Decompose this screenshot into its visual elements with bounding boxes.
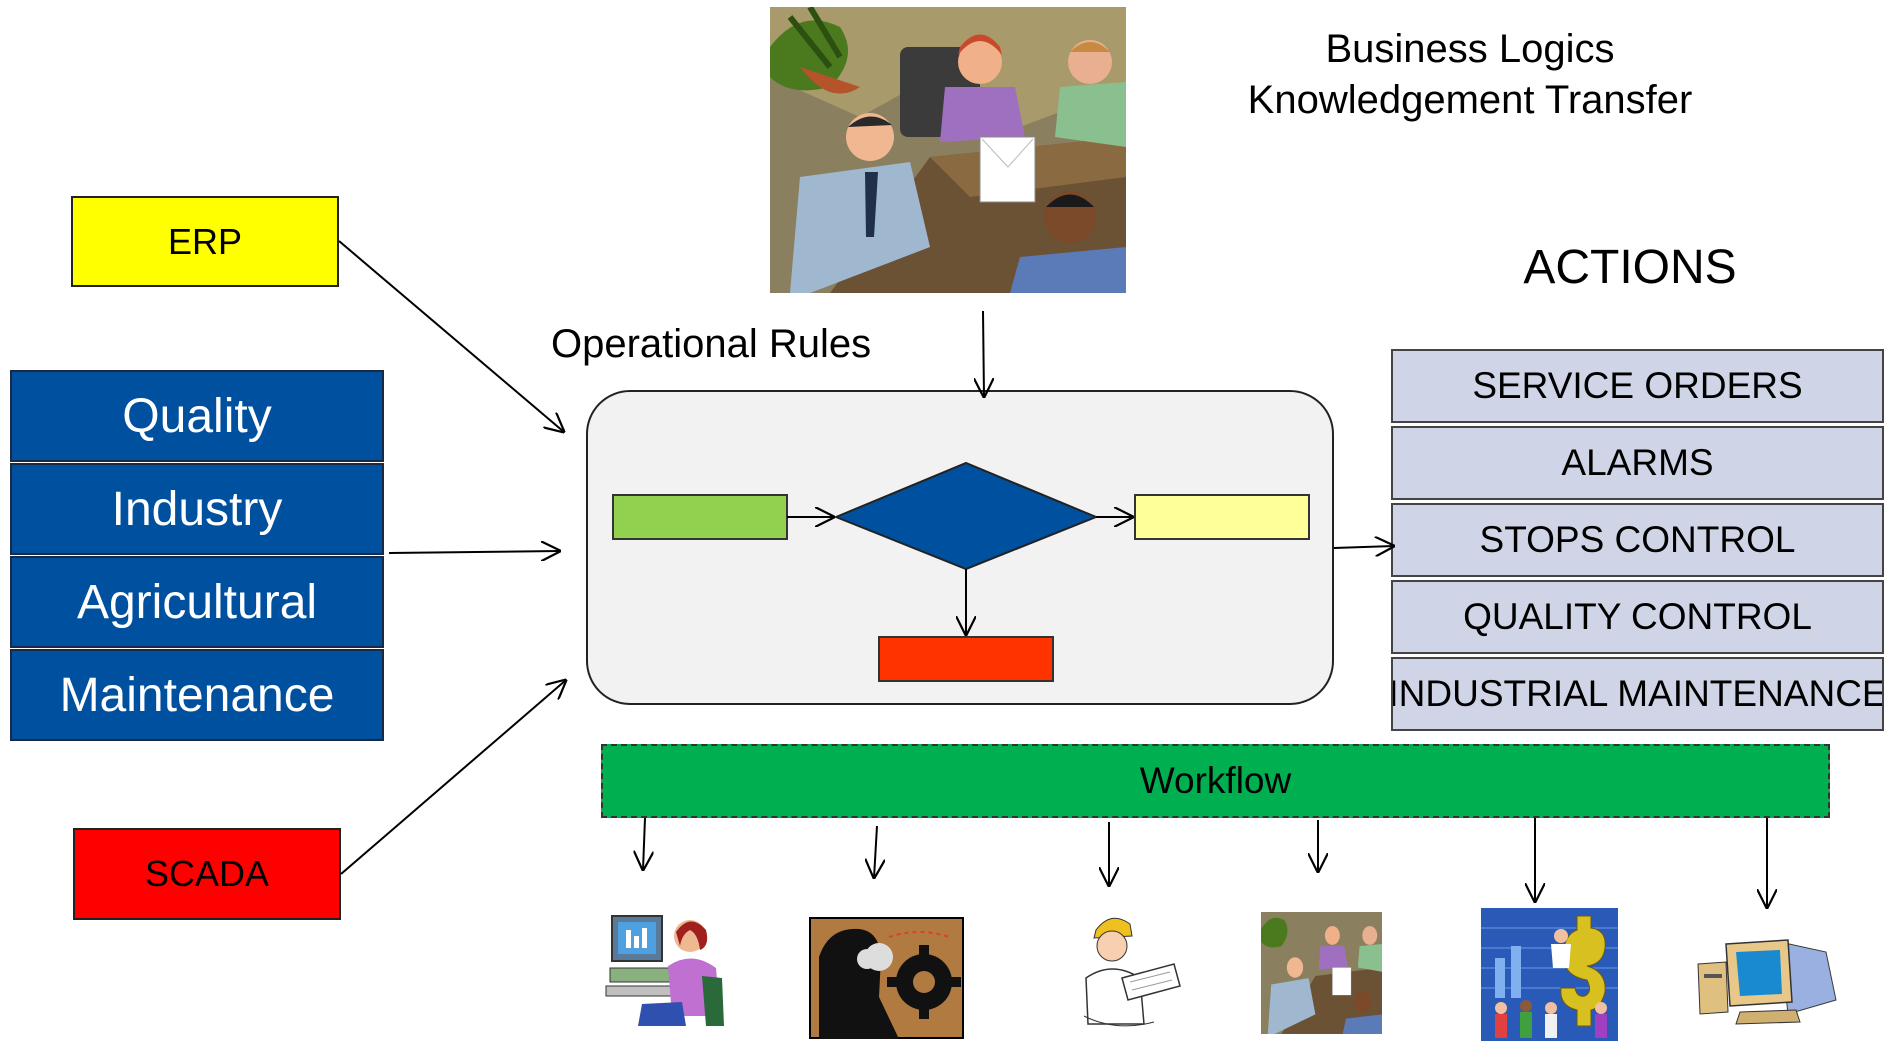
scada-source-box: SCADA [73, 828, 341, 920]
action-industrial-maintenance: INDUSTRIAL MAINTENANCE [1391, 657, 1884, 731]
arrow-rules-to-actions [1333, 546, 1394, 548]
title-line-1: Business Logics [1325, 27, 1615, 71]
meeting-small-icon [1261, 912, 1382, 1034]
business-logics-title: Business Logics Knowledgement Transfer [1180, 24, 1760, 126]
flow-no-box [878, 636, 1054, 682]
actions-heading: ACTIONS [1523, 241, 1737, 294]
operational-rules-label: Operational Rules [551, 322, 872, 366]
title-line-2: Knowledgement Transfer [1247, 78, 1693, 122]
arrow-domains-to-rules [388, 551, 560, 553]
desktop-computer-icon [1697, 939, 1837, 1025]
business-meeting-image [770, 7, 1126, 293]
engineer-plans-icon [1083, 917, 1181, 1027]
action-alarms: ALARMS [1391, 426, 1884, 500]
workflow-bar: Workflow [601, 744, 1830, 818]
domain-box-agricultural: Agricultural [10, 556, 384, 648]
arrow-workflow-1 [643, 817, 645, 870]
flow-start-box [612, 494, 788, 540]
erp-source-box: ERP [71, 196, 339, 287]
domain-box-maintenance: Maintenance [10, 649, 384, 741]
arrow-erp-to-rules [338, 240, 564, 432]
action-service-orders: SERVICE ORDERS [1391, 349, 1884, 423]
flow-yes-box [1134, 494, 1310, 540]
computer-user-icon [605, 915, 724, 1026]
flow-decision-diamond [833, 461, 1099, 571]
arrow-meeting-to-rules [983, 310, 984, 397]
arrow-scada-to-rules [340, 680, 566, 875]
domain-box-quality: Quality [10, 370, 384, 462]
mind-gears-icon [809, 917, 964, 1039]
domain-box-industry: Industry [10, 463, 384, 555]
finance-team-icon [1481, 908, 1618, 1041]
arrow-workflow-2 [874, 825, 877, 878]
action-quality-control: QUALITY CONTROL [1391, 580, 1884, 654]
action-stops-control: STOPS CONTROL [1391, 503, 1884, 577]
